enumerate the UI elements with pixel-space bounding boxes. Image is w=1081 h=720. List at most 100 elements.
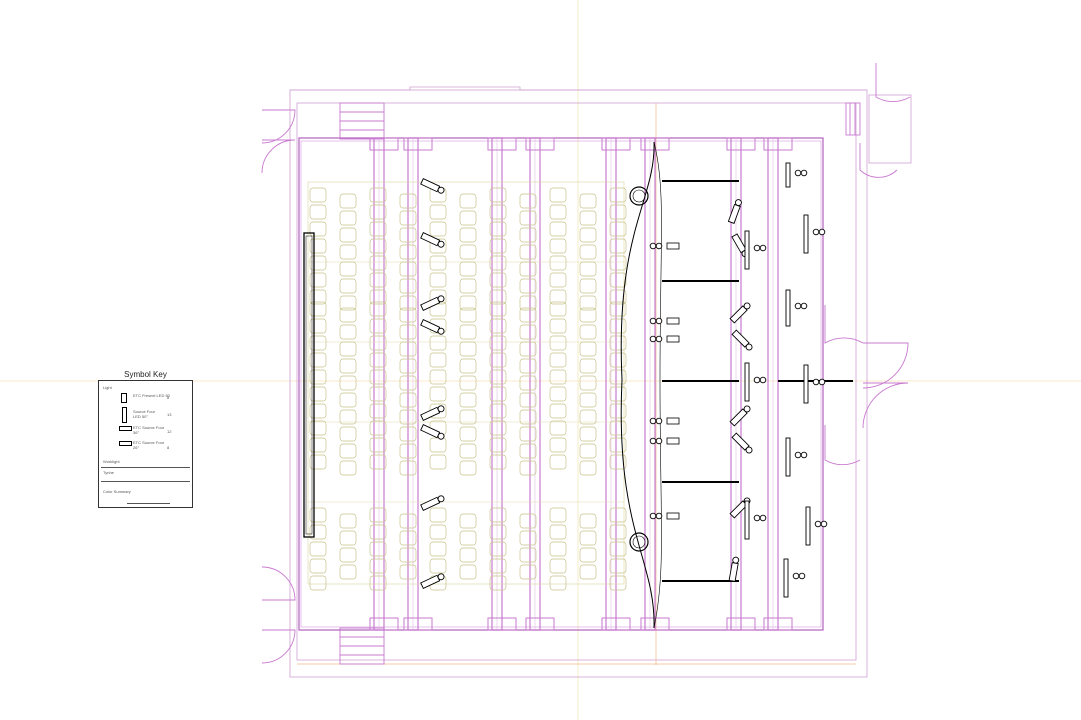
led-bar-fixture bbox=[783, 558, 789, 598]
audience-seat bbox=[369, 187, 387, 203]
audience-seat bbox=[549, 204, 567, 220]
audience-seat bbox=[489, 352, 507, 368]
audience-seat bbox=[549, 289, 567, 305]
audience-seat bbox=[519, 409, 537, 425]
audience-seat bbox=[459, 426, 477, 442]
symbol-key-count-4: 8 bbox=[167, 445, 170, 450]
lamp-pair bbox=[792, 572, 800, 580]
audience-seat bbox=[489, 335, 507, 351]
audience-seat bbox=[609, 437, 627, 453]
audience-seat bbox=[549, 352, 567, 368]
stage-beams bbox=[662, 180, 853, 582]
symbol-key-tynhe-heading: Tynhe bbox=[103, 470, 114, 475]
truss-end-cap bbox=[601, 617, 631, 631]
audience-seat bbox=[339, 564, 357, 580]
audience-seat bbox=[459, 460, 477, 476]
audience-seat bbox=[369, 255, 387, 271]
truss-end-cap bbox=[525, 617, 555, 631]
lighting-fixtures bbox=[420, 162, 828, 598]
truss-end-cap bbox=[763, 617, 793, 631]
audience-seat bbox=[399, 193, 417, 209]
audience-seat bbox=[429, 507, 447, 523]
audience-seat bbox=[549, 454, 567, 470]
audience-seat bbox=[309, 272, 327, 288]
lamp-pair bbox=[794, 302, 802, 310]
stage-light-instrument bbox=[420, 495, 445, 511]
audience-seat bbox=[549, 420, 567, 436]
audience-seat bbox=[339, 244, 357, 260]
audience-seat bbox=[369, 272, 387, 288]
truss-end-cap bbox=[403, 137, 433, 151]
audience-seat bbox=[609, 454, 627, 470]
audience-seat bbox=[369, 437, 387, 453]
audience-seat bbox=[579, 227, 597, 243]
symbol-key-entry-1: ETC Fresnel LED 50 bbox=[133, 393, 170, 398]
stage-light-instrument bbox=[420, 295, 445, 311]
audience-seat bbox=[549, 507, 567, 523]
audience-seat bbox=[399, 513, 417, 529]
audience-seat bbox=[309, 187, 327, 203]
truss-end-cap bbox=[487, 137, 517, 151]
lamp-pair bbox=[655, 437, 663, 445]
audience-seat bbox=[369, 507, 387, 523]
audience-seat bbox=[339, 227, 357, 243]
audience-seat bbox=[429, 369, 447, 385]
stage-light-instrument bbox=[731, 432, 753, 454]
audience-seat bbox=[609, 255, 627, 271]
lamp-pair bbox=[649, 417, 657, 425]
stage-light-instrument bbox=[666, 335, 680, 343]
stage-light-instrument bbox=[666, 512, 680, 520]
audience-seat bbox=[399, 324, 417, 340]
audience-seat bbox=[399, 210, 417, 226]
audience-seat bbox=[549, 301, 567, 317]
audience-seat bbox=[399, 358, 417, 374]
lamp-pair bbox=[753, 244, 761, 252]
audience-seat bbox=[519, 244, 537, 260]
audience-seat bbox=[609, 318, 627, 334]
led-bar-fixture bbox=[785, 162, 791, 188]
audience-seat bbox=[309, 524, 327, 540]
audience-seat bbox=[609, 187, 627, 203]
audience-seat bbox=[549, 386, 567, 402]
stage-light-instrument bbox=[420, 178, 445, 194]
audience-seat bbox=[399, 307, 417, 323]
audience-seat bbox=[489, 403, 507, 419]
audience-seat bbox=[609, 386, 627, 402]
led-bar-fixture bbox=[805, 506, 811, 546]
audience-seat bbox=[579, 295, 597, 311]
lamp-pair bbox=[649, 335, 657, 343]
lamp-pair bbox=[649, 437, 657, 445]
audience-seat bbox=[369, 386, 387, 402]
audience-seat bbox=[459, 295, 477, 311]
audience-seat bbox=[519, 547, 537, 563]
led-bar-fixture bbox=[803, 214, 809, 254]
lamp-pair bbox=[655, 317, 663, 325]
audience-seat bbox=[579, 307, 597, 323]
audience-seat bbox=[309, 255, 327, 271]
audience-seat bbox=[609, 289, 627, 305]
audience-seat bbox=[369, 575, 387, 591]
audience-seat bbox=[429, 352, 447, 368]
audience-seat bbox=[339, 324, 357, 340]
audience-seat bbox=[489, 558, 507, 574]
audience-seat bbox=[309, 221, 327, 237]
audience-seat bbox=[429, 558, 447, 574]
lamp-pair bbox=[655, 417, 663, 425]
lamp-pair bbox=[812, 378, 820, 386]
audience-seat bbox=[519, 341, 537, 357]
stage-light-instrument bbox=[729, 405, 751, 427]
audience-seat bbox=[489, 221, 507, 237]
audience-seat bbox=[399, 392, 417, 408]
audience-seat bbox=[339, 375, 357, 391]
audience-seat bbox=[369, 403, 387, 419]
truss-end-cap bbox=[640, 617, 670, 631]
truss-end-cap bbox=[726, 617, 756, 631]
lamp-pair bbox=[649, 242, 657, 250]
audience-seat bbox=[309, 420, 327, 436]
audience-seat bbox=[309, 204, 327, 220]
stage-light-instrument bbox=[666, 242, 680, 250]
audience-seat bbox=[579, 426, 597, 442]
audience-seat bbox=[549, 575, 567, 591]
symbol-key-count-3: 12 bbox=[167, 429, 172, 434]
stage-light-instrument bbox=[731, 329, 753, 351]
